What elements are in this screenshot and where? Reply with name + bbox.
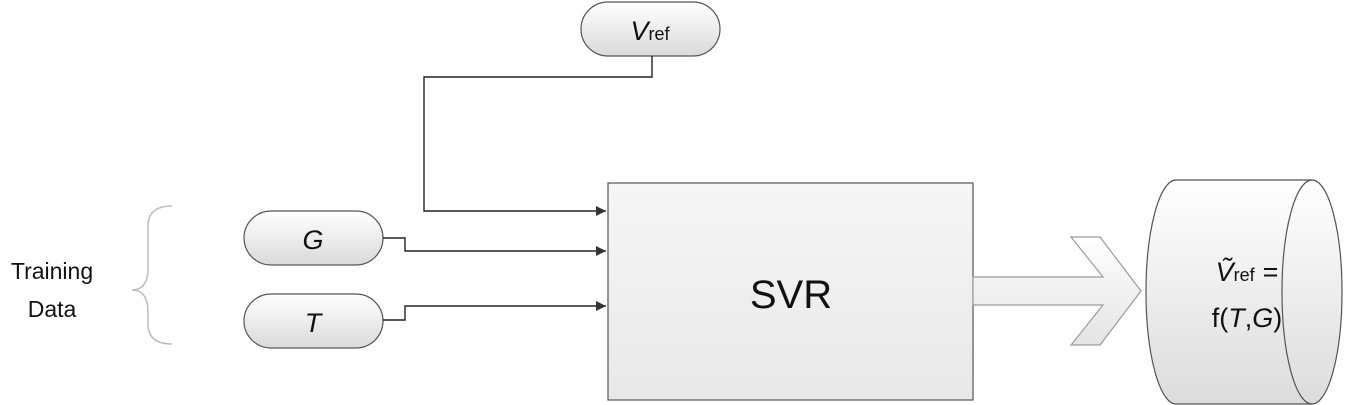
vref-to-svr-connector — [423, 56, 653, 216]
training-data-label-line1: Training — [11, 258, 93, 284]
output-label-line1: Ṽref = — [1216, 256, 1279, 287]
svr-label: SVR — [750, 273, 832, 317]
svr-box — [607, 182, 974, 401]
output-func-close: ) — [1273, 303, 1282, 333]
training-data-label-line2: Data — [28, 296, 77, 322]
g-to-svr-connector — [383, 237, 606, 256]
output-func-g: G — [1252, 303, 1273, 333]
output-node-inner-arc — [1281, 179, 1313, 405]
vref-node-label: Vref — [630, 16, 670, 46]
vref-node — [580, 1, 721, 57]
g-node-label: G — [302, 225, 323, 255]
output-subscript: ref — [1234, 265, 1256, 285]
t-node — [243, 293, 384, 349]
t-node-label: T — [305, 308, 324, 338]
t-to-svr-connector — [383, 301, 606, 321]
output-func-t: T — [1228, 303, 1247, 333]
output-func-comma: , — [1245, 303, 1253, 333]
vref-symbol: V — [630, 16, 651, 46]
output-func-open: f( — [1212, 303, 1229, 333]
output-node — [1145, 179, 1343, 405]
training-data-brace — [131, 205, 173, 345]
output-equals: = — [1263, 257, 1279, 287]
output-block-arrow — [972, 236, 1142, 346]
output-label-line2: f(T,G) — [1212, 303, 1283, 333]
vref-subscript: ref — [649, 24, 671, 44]
output-symbol: Ṽ — [1216, 256, 1237, 287]
